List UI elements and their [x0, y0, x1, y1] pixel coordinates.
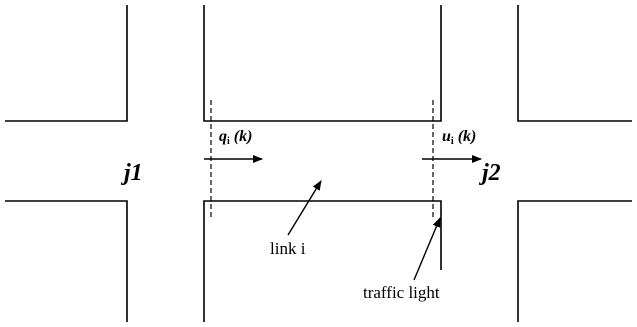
link-pointer-arrow — [287, 180, 322, 236]
traffic-light-label: traffic light — [363, 283, 440, 302]
link-bottom-edge — [203, 200, 442, 322]
link-i-edges — [203, 5, 442, 322]
j2-top-right-corner — [517, 5, 632, 122]
j1-top-left-corner — [5, 5, 128, 122]
link-label: link i — [270, 239, 306, 258]
inflow-subscript: i — [227, 136, 230, 147]
junction-j2-label: j2 — [478, 160, 501, 186]
inflow-label: qi (k) — [219, 128, 252, 147]
j1-bottom-left-corner — [5, 200, 128, 322]
outflow-label: ui (k) — [442, 128, 476, 147]
junction-j2-edges — [517, 5, 632, 322]
outflow-arg: (k) — [458, 128, 477, 145]
outflow-subscript: i — [451, 136, 454, 147]
j2-bottom-right-corner — [517, 200, 632, 322]
inflow-symbol: q — [219, 128, 227, 145]
junction-j1-edges — [5, 5, 128, 322]
link-top-edge — [203, 5, 442, 122]
outflow-symbol: u — [442, 128, 451, 145]
junction-j1-label: j1 — [120, 160, 143, 186]
inflow-arg: (k) — [234, 128, 253, 145]
traffic-light-pointer-arrow — [413, 217, 441, 281]
